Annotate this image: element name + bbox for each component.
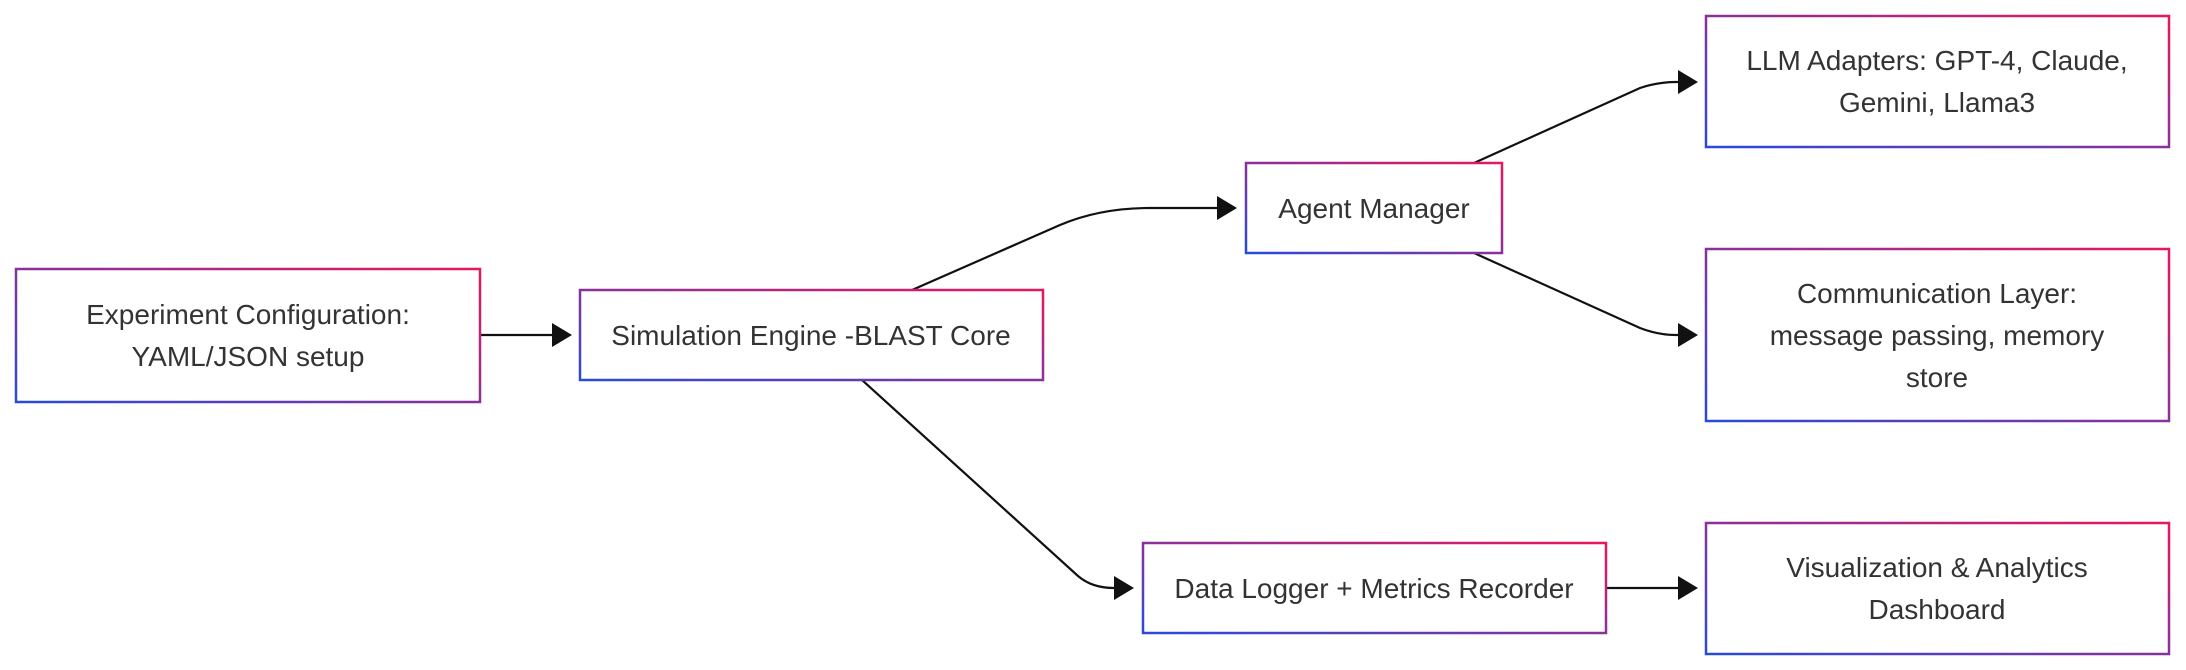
node-agent-manager-line-1: Agent Manager xyxy=(1278,193,1469,224)
node-visualization[interactable]: Visualization & Analytics Dashboard xyxy=(1704,521,2171,656)
node-communication[interactable]: Communication Layer: message passing, me… xyxy=(1704,247,2171,423)
edge-engine-to-data-logger xyxy=(861,379,1115,590)
node-agent-manager[interactable]: Agent Manager xyxy=(1244,161,1504,255)
node-llm-adapters[interactable]: LLM Adapters: GPT-4, Claude, Gemini, Lla… xyxy=(1704,14,2171,149)
node-visualization-line-1: Visualization & Analytics xyxy=(1786,552,2087,583)
node-config[interactable]: Experiment Configuration: YAML/JSON setu… xyxy=(14,267,482,404)
node-engine-line-1: Simulation Engine -BLAST Core xyxy=(611,320,1010,351)
node-communication-line-1: Communication Layer: xyxy=(1797,278,2077,309)
edge-agent-manager-to-llm-adapters xyxy=(1473,80,1678,165)
node-llm-adapters-line-2: Gemini, Llama3 xyxy=(1839,87,2035,118)
arrowhead-icon xyxy=(1678,323,1698,347)
arrowhead-icon xyxy=(1114,576,1134,600)
node-visualization-line-2: Dashboard xyxy=(1869,594,2006,625)
arrowhead-icon xyxy=(1678,70,1698,94)
node-data-logger-line-1: Data Logger + Metrics Recorder xyxy=(1174,573,1573,604)
edge-engine-to-agent-manager xyxy=(911,206,1217,292)
node-config-line-2: YAML/JSON setup xyxy=(132,341,365,372)
node-config-line-1: Experiment Configuration: xyxy=(86,299,410,330)
node-data-logger[interactable]: Data Logger + Metrics Recorder xyxy=(1141,541,1608,635)
edges xyxy=(481,70,1698,600)
arrowhead-icon xyxy=(1217,196,1237,220)
arrowhead-icon xyxy=(552,323,572,347)
arrowhead-icon xyxy=(1678,576,1698,600)
edge-agent-manager-to-communication xyxy=(1473,251,1678,337)
node-communication-line-3: store xyxy=(1906,362,1968,393)
node-engine[interactable]: Simulation Engine -BLAST Core xyxy=(578,288,1045,382)
node-llm-adapters-line-1: LLM Adapters: GPT-4, Claude, xyxy=(1746,45,2127,76)
node-communication-line-2: message passing, memory xyxy=(1770,320,2105,351)
